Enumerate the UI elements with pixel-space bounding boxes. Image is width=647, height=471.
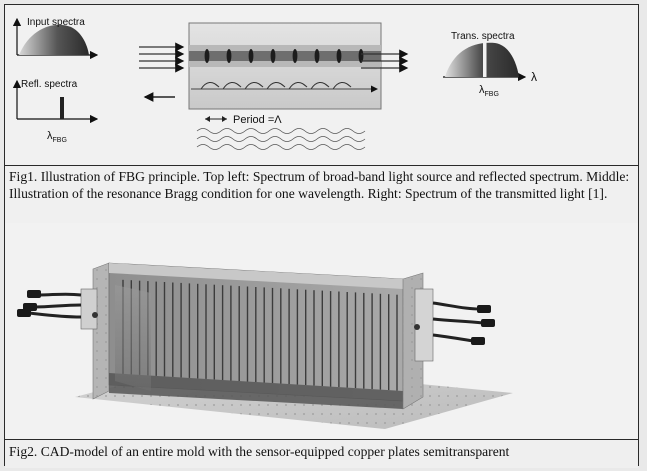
bragg-grating-marks	[204, 49, 364, 63]
transmitted-spectrum-hump	[445, 42, 519, 77]
lambda-axis-label: λ	[531, 70, 537, 84]
refl-spectra-label: Refl. spectra	[21, 79, 78, 90]
wave-sketches	[196, 128, 366, 150]
reflection-loops	[200, 82, 352, 90]
transmission-notch	[483, 41, 487, 77]
figure-frame: Input spectra Refl. spectra λFBG	[4, 4, 639, 468]
right-sensor-connectors	[414, 288, 495, 362]
mold-cad-render	[17, 262, 513, 429]
lambda-fbg-right: λFBG	[479, 84, 499, 98]
figure-1-caption: Fig1. Illustration of FBG principle. Top…	[5, 166, 638, 225]
transmitted-spectrum-plot: Trans. spectra λFBG λ	[443, 31, 537, 98]
transmitted-light-arrows	[361, 49, 409, 73]
period-annotation: Period =Λ	[205, 114, 282, 126]
input-spectrum-hump	[19, 24, 89, 55]
fiber-grating	[188, 22, 382, 110]
incoming-light-arrows	[139, 42, 185, 73]
left-side-wall	[92, 262, 110, 400]
lambda-fbg-left: λFBG	[47, 130, 67, 144]
reflected-peak	[60, 97, 64, 119]
figure-2-caption: Fig2. CAD-model of an entire mold with t…	[5, 440, 638, 468]
fiber-core	[189, 51, 381, 61]
period-label: Period =Λ	[233, 114, 282, 126]
fbg-diagram: Input spectra Refl. spectra λFBG	[12, 17, 537, 150]
left-sensor-connectors	[17, 288, 98, 330]
front-copper-plate	[109, 285, 403, 409]
figure-1-fbg-illustration: Input spectra Refl. spectra λFBG	[5, 5, 638, 166]
back-copper-plate	[108, 262, 404, 402]
input-spectra-label: Input spectra	[27, 17, 85, 28]
reflected-spectrum-plot: Refl. spectra λFBG	[12, 79, 99, 144]
trans-spectra-label: Trans. spectra	[451, 31, 515, 42]
input-spectrum-plot: Input spectra	[12, 17, 99, 60]
figure-2-cad-model	[5, 223, 638, 440]
